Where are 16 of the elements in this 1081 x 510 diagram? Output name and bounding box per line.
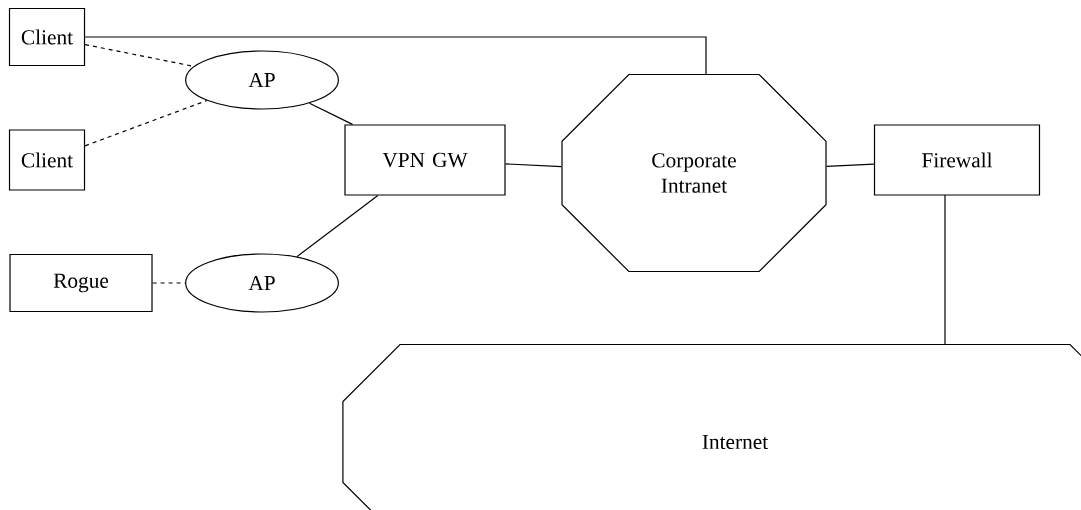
dashed-line [84, 44, 195, 67]
gateway-box: VPN GW [344, 124, 506, 196]
connector-line [296, 195, 379, 258]
rogue-box: Rogue [9, 253, 153, 313]
client-box: Client [8, 7, 86, 67]
connector-line [308, 102, 354, 125]
network-octagon: Corporate Intranet [561, 73, 827, 273]
firewall-box: Firewall [873, 124, 1041, 196]
dashed-line [84, 99, 208, 147]
network-octagon: Internet [342, 343, 1081, 510]
client-box: Client [8, 129, 86, 191]
connector-line [944, 194, 946, 346]
dashed-line [152, 282, 186, 284]
connector-line [505, 163, 562, 168]
connector-line [826, 163, 875, 168]
connector-line [84, 36, 707, 75]
